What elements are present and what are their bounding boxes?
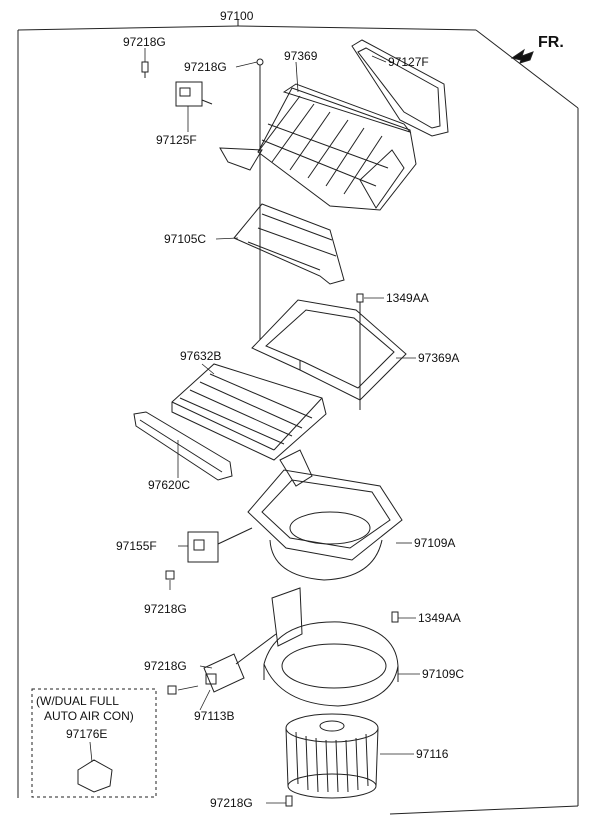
clip-upper-part [356, 293, 364, 303]
part-label-clip-lower: 1349AA [418, 611, 461, 625]
part-label-screw-resistor: 97218G [144, 602, 187, 616]
option-box-line1: (W/DUAL FULL [36, 694, 119, 708]
option-box [31, 688, 157, 798]
clip-lower-part [391, 611, 399, 623]
part-label-screw-lower: 97218G [144, 659, 187, 673]
part-label-filter-cover: 97369A [418, 351, 460, 365]
screw-parts [141, 58, 293, 807]
filter-frame-part [133, 411, 233, 481]
option-unit-part [77, 759, 113, 793]
filter-cover-part [251, 299, 407, 401]
filter-part [171, 363, 327, 461]
assembly-part-label: 97100 [220, 9, 254, 23]
resistor-part [187, 527, 253, 563]
option-box-line2: AUTO AIR CON) [44, 709, 134, 723]
front-direction-arrow-icon [510, 48, 534, 64]
front-direction-label: FR. [538, 34, 564, 51]
leader-lines [89, 48, 420, 804]
part-label-case-lower: 97109C [422, 667, 465, 681]
part-label-screw-top-left: 97218G [123, 35, 166, 49]
part-label-case-middle: 97109A [414, 536, 456, 550]
part-label-option-unit: 97176E [66, 727, 108, 741]
part-label-door: 97105C [164, 232, 207, 246]
door-part [233, 203, 345, 285]
seal-part [351, 39, 449, 137]
actuator-part [175, 81, 213, 107]
part-label-actuator: 97125F [156, 133, 197, 147]
upper-case-part [219, 83, 417, 211]
part-label-power-transistor: 97113B [194, 709, 235, 723]
part-label-filter-frame: 97620C [148, 478, 191, 492]
case-middle-part [247, 449, 403, 581]
part-label-seal: 97127F [388, 55, 429, 69]
part-label-filter: 97632B [180, 349, 222, 363]
power-transistor-part [203, 633, 277, 693]
part-label-screw-bottom: 97218G [210, 796, 253, 810]
blower-motor-part [285, 713, 379, 799]
case-lower-part [263, 587, 399, 707]
part-label-upper-case: 97369 [284, 49, 318, 63]
part-label-screw-top-mid: 97218G [184, 60, 227, 74]
part-label-resistor: 97155F [116, 539, 157, 553]
part-label-clip-upper: 1349AA [386, 291, 429, 305]
assembly-frame [17, 20, 579, 815]
part-label-blower-motor: 97116 [416, 747, 449, 761]
